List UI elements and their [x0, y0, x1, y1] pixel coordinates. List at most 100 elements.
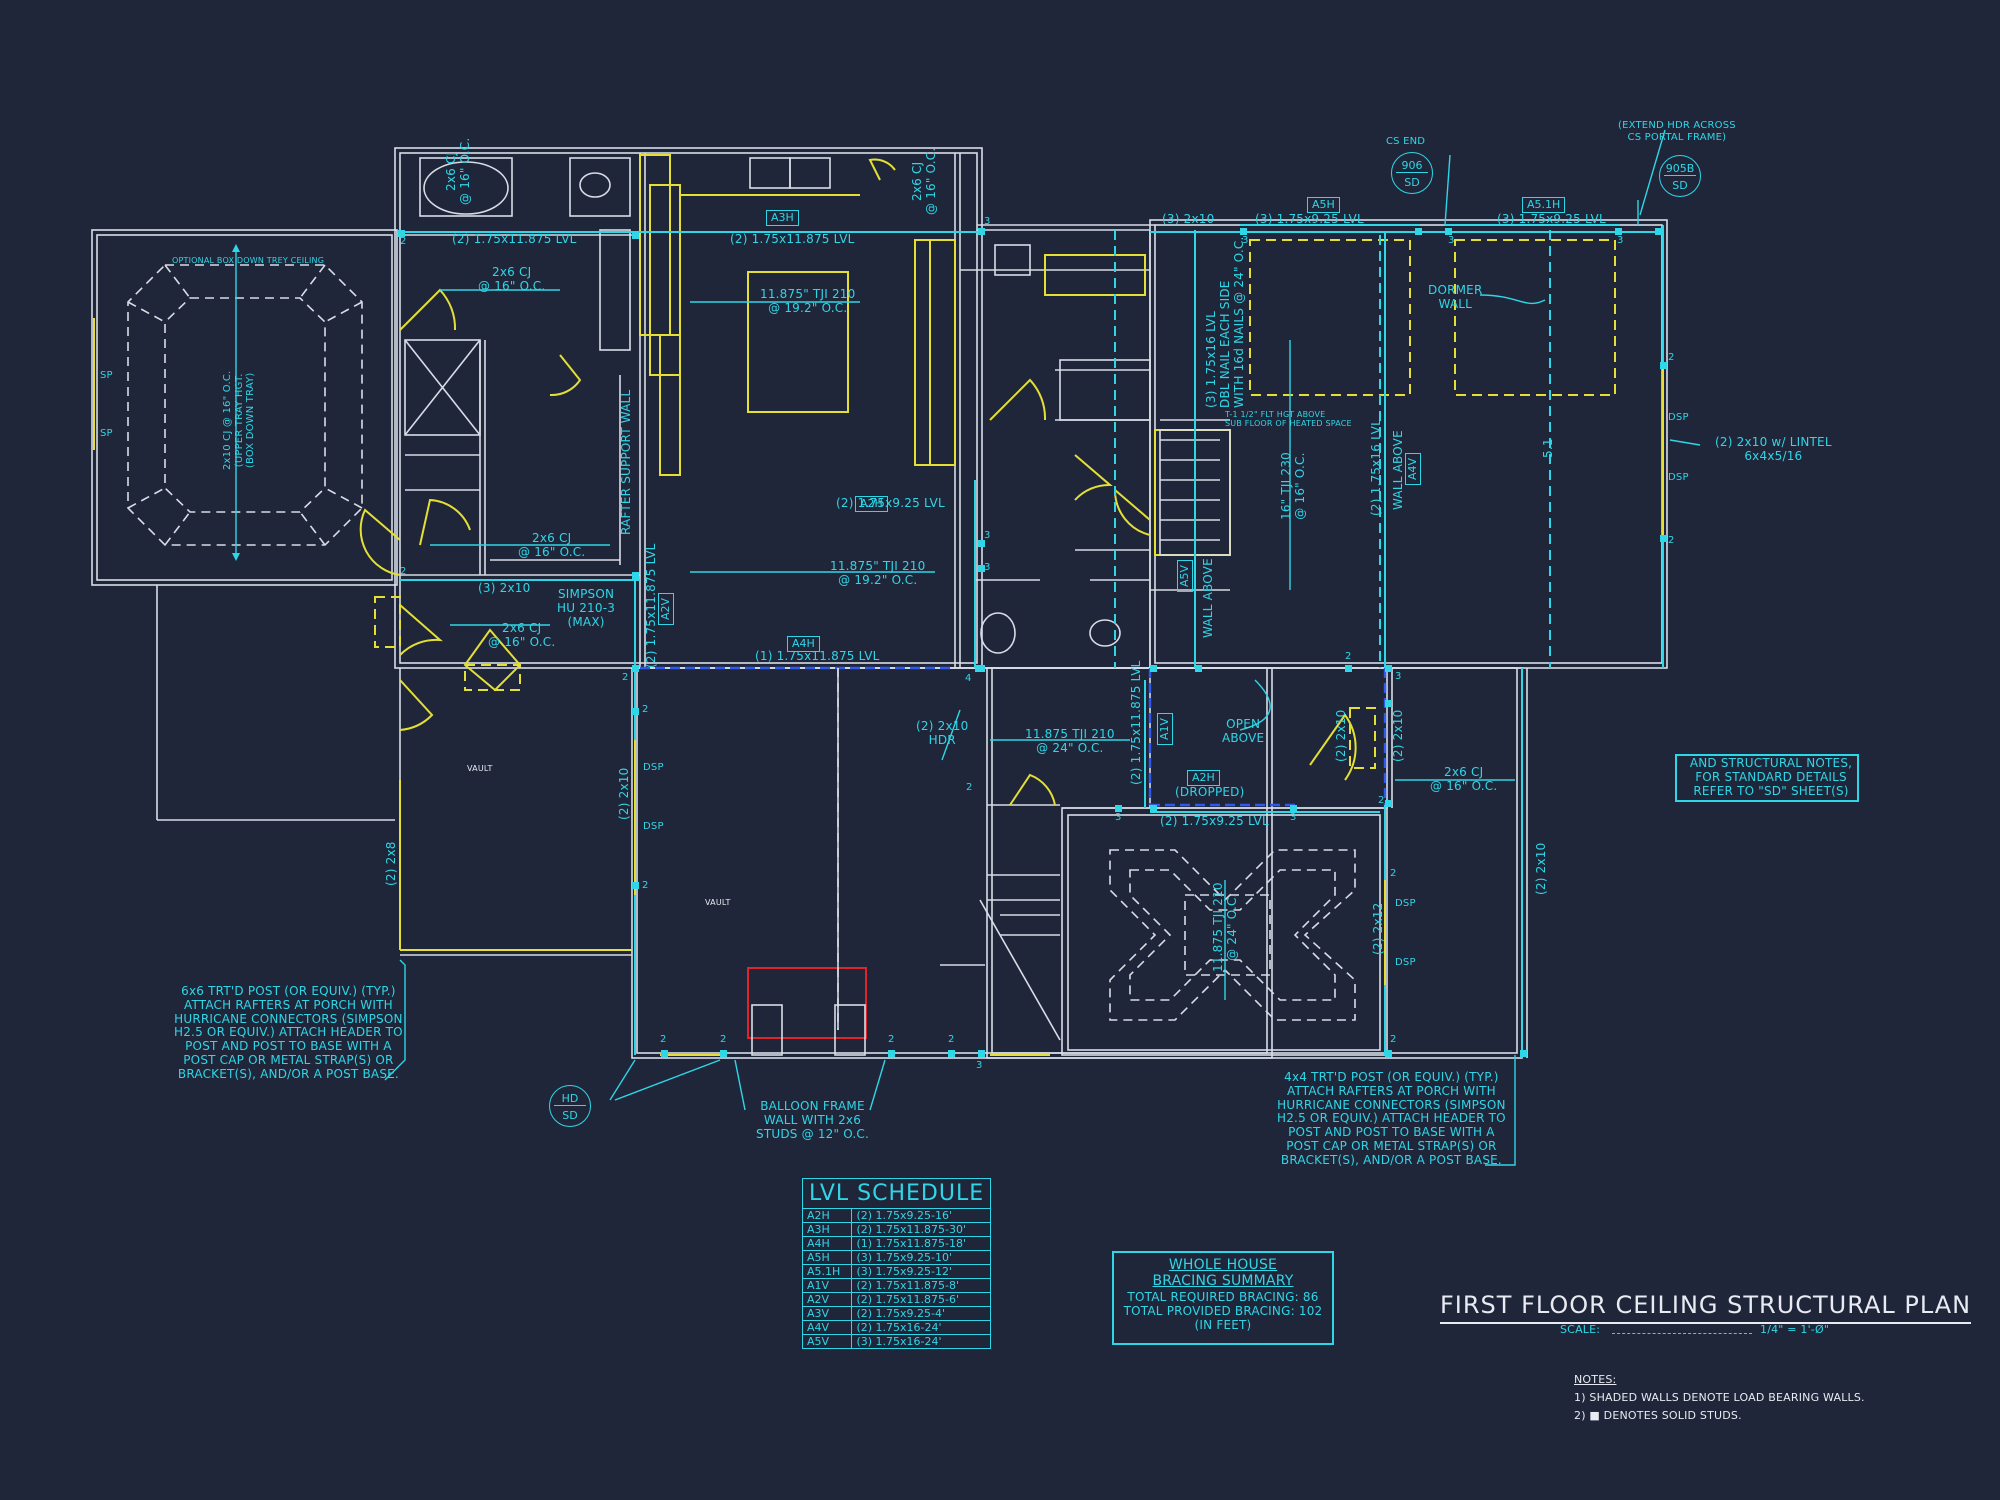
lintel-line-1: (2) 2x10 w/ LINTEL	[1715, 435, 1832, 449]
dsp-2x12-label: (2) 2x12	[1371, 902, 1385, 955]
a5v-wall-label: WALL ABOVE	[1201, 558, 1215, 638]
bubble-hd-sheet: SD	[562, 1109, 578, 1122]
bubble-905b-sheet: SD	[1672, 179, 1688, 192]
lvl-mark-cell: A5.1H	[801, 1264, 853, 1279]
dsp-mark-6: DSP	[1395, 957, 1416, 968]
lvl-schedule-row: A1V(2) 1.75x11.875-8'	[801, 1278, 992, 1293]
lvl-spec-cell: (2) 1.75x11.875-8'	[851, 1278, 992, 1293]
two-2x10-label: (3) 2x10	[1162, 212, 1215, 226]
bed-tji-label: 11.875" TJI 210 @ 19.2" O.C.	[760, 287, 855, 316]
tag-a51h: A5.1H	[1522, 197, 1566, 213]
a5v-line-1: (3) 1.75x16 LVL	[1204, 311, 1218, 408]
detail-bubble-905b[interactable]: 905B SD	[1659, 155, 1701, 197]
num-2-m: 2	[1345, 651, 1352, 662]
bubble-906-sheet: SD	[1404, 176, 1420, 189]
top-center-lvl-label: (2) 1.75x11.875 LVL	[730, 232, 855, 246]
tag-a2h-mid: A2H	[855, 496, 888, 512]
structural-beams	[400, 224, 1664, 1058]
num-4-a: 4	[965, 673, 972, 684]
hdr-2x10-label: (2) 2x10 HDR	[916, 719, 968, 748]
kitchen-tji-line-1: 11.875 TJI 210	[1025, 727, 1115, 741]
dsp-mark-4: DSP	[1668, 472, 1689, 483]
hdr-2x10-line-2: HDR	[928, 732, 956, 747]
open-above-line-2: ABOVE	[1222, 730, 1265, 745]
a5v-line-3: WITH 16d NAILS @ 24" O.C.	[1231, 236, 1246, 409]
note-1: 1) SHADED WALLS DENOTE LOAD BEARING WALL…	[1574, 1391, 1865, 1404]
lvl-schedule-row: A3V(2) 1.75x9.25-4'	[801, 1306, 992, 1321]
simpson-callout: SIMPSON HU 210-3 (MAX)	[557, 587, 615, 629]
tag-a1v: A1V	[1157, 712, 1173, 745]
great-51-label: 5.1	[1541, 438, 1555, 458]
tji-above-callout: T-1 1/2" FLT HGT ABOVE SUB FLOOR OF HEAT…	[1225, 410, 1352, 428]
num-3-a: 3	[976, 1060, 983, 1071]
great-tji-line-1: 16" TJI 230	[1279, 452, 1293, 520]
scale-dash-line	[1612, 1333, 1752, 1334]
laundry-cj-label: 2x6 CJ @ 16" O.C.	[488, 621, 555, 650]
a51h-lvl-label: (3) 1.75x9.25 LVL	[1497, 212, 1606, 226]
tray-joist-line-1: 2x10 CJ @ 16" O.C.	[222, 370, 233, 470]
lvl-schedule-row: A2H(2) 1.75x9.25-16'	[801, 1208, 992, 1223]
left-2x8-label: (2) 2x8	[384, 841, 398, 886]
bubble-906-divider	[1396, 172, 1428, 173]
closet-cj-line-2: @ 16" O.C.	[518, 544, 586, 559]
num-2-e: 2	[642, 880, 649, 891]
lintel-line-2: 6x4x5/16	[1744, 448, 1803, 463]
notes-heading: NOTES:	[1574, 1373, 1617, 1386]
porch-left-line-7: BRACKET(S), AND/OR A POST BASE.	[177, 1066, 399, 1081]
a2h-lvl-label: (2) 1.75x9.25 LVL	[1160, 814, 1269, 828]
wc-cj-label: 2x6 CJ @ 16" O.C.	[910, 147, 939, 215]
lvl-mark-cell: A4H	[801, 1236, 853, 1251]
bracing-summary-box: WHOLE HOUSE BRACING SUMMARY TOTAL REQUIR…	[1112, 1251, 1334, 1345]
a5h-lvl-label: (3) 1.75x9.25 LVL	[1255, 212, 1364, 226]
right-cj-line-2: @ 16" O.C.	[1430, 778, 1498, 793]
tag-a5v: A5V	[1177, 559, 1193, 592]
lvl-schedule-row: A4H(1) 1.75x11.875-18'	[801, 1236, 992, 1251]
lvl-spec-cell: (3) 1.75x9.25-12'	[851, 1264, 992, 1279]
lvl-spec-cell: (3) 1.75x9.25-10'	[851, 1250, 992, 1265]
num-3-d: 3	[984, 562, 991, 573]
sd-note-line-1: AND STRUCTURAL NOTES,	[1689, 756, 1853, 770]
num-3-g: 3	[1617, 235, 1624, 246]
tag-a4v: A4V	[1405, 452, 1421, 485]
page-title: FIRST FLOOR CEILING STRUCTURAL PLAN	[1440, 1291, 1972, 1324]
standard-details-note-box: AND STRUCTURAL NOTES, FOR STANDARD DETAI…	[1675, 754, 1859, 802]
wc-cj-line-2: @ 16" O.C.	[923, 147, 938, 215]
note-2: 2) ■ DENOTES SOLID STUDS.	[1574, 1409, 1742, 1422]
dormer-wall-line-1: DORMER	[1428, 283, 1483, 297]
num-2-d: 2	[642, 704, 649, 715]
num-2-i: 2	[948, 1034, 955, 1045]
bracing-title-1: WHOLE HOUSE	[1168, 1257, 1278, 1273]
porch-right-line-7: BRACKET(S), AND/OR A POST BASE.	[1280, 1152, 1502, 1167]
right-cj-label: 2x6 CJ @ 16" O.C.	[1430, 765, 1498, 794]
num-2-h: 2	[888, 1034, 895, 1045]
tub-cj-line-1: 2x6 CJ	[444, 151, 458, 191]
dormer-wall-line-2: WALL	[1438, 296, 1473, 311]
num-2-n: 2	[1390, 868, 1397, 879]
detail-bubble-hd[interactable]: HD SD	[549, 1085, 591, 1127]
tag-a2h: A2H	[1187, 770, 1220, 786]
a1v-lvl-label: (2) 1.75x11.875 LVL	[1129, 660, 1143, 786]
num-3-h: 3	[1395, 671, 1402, 682]
bracing-provided: TOTAL PROVIDED BRACING: 102	[1123, 1303, 1323, 1318]
dormer-wall-callout: DORMER WALL	[1428, 283, 1483, 312]
tray-joist-line-2: (UPPER TRAY HGT.	[233, 373, 245, 468]
kitchen-tji-line-2: @ 24" O.C.	[1036, 740, 1104, 755]
bubble-905b-id: 905B	[1665, 162, 1695, 175]
post-markers	[398, 228, 1667, 1057]
balloon-frame-line-1: BALLOON FRAME	[760, 1099, 865, 1113]
dormer-outlines	[1249, 239, 1616, 396]
porch-left-line-6: POST CAP OR METAL STRAP(S) OR	[183, 1052, 394, 1067]
porch-right-line-1: 4x4 TRT'D POST (OR EQUIV.) (TYP.)	[1284, 1070, 1499, 1084]
standard-details-note: AND STRUCTURAL NOTES, FOR STANDARD DETAI…	[1681, 756, 1861, 798]
detail-bubble-906[interactable]: 906 SD	[1391, 152, 1433, 194]
balloon-frame-line-2: WALL WITH 2x6	[763, 1112, 862, 1127]
num-2-b: 2	[400, 566, 407, 577]
tag-a3h: A3H	[766, 210, 799, 226]
num-2-f: 2	[660, 1034, 667, 1045]
num-2-g: 2	[720, 1034, 727, 1045]
a5v-lvl-label: (3) 1.75x16 LVL DBL NAIL EACH SIDE WITH …	[1204, 236, 1246, 409]
lvl-mark-cell: A4V	[801, 1320, 853, 1335]
num-2-j: 2	[966, 782, 973, 793]
tag-a4h: A4H	[787, 636, 820, 652]
num-2-c: 2	[622, 672, 629, 683]
